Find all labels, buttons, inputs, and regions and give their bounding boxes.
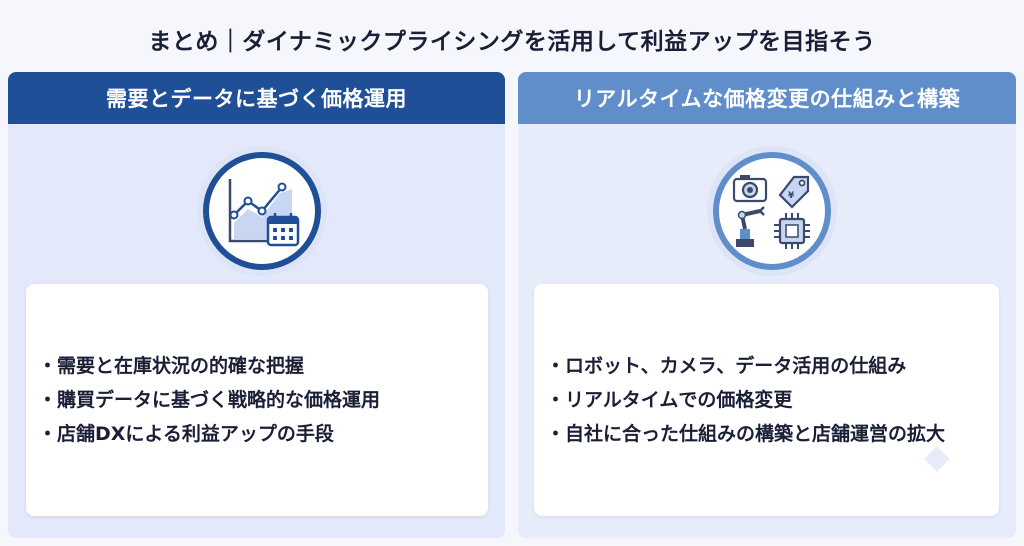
points-list: 需要と在庫状況の的確な把握 購買データに基づく戦略的な価格運用 店舗DXによる利…: [26, 349, 380, 451]
list-item: 需要と在庫状況の的確な把握: [38, 349, 380, 383]
list-item: ロボット、カメラ、データ活用の仕組み: [546, 349, 959, 383]
price-tag-icon: ¥: [778, 175, 810, 209]
svg-text:¥: ¥: [788, 191, 795, 201]
robot-arm-icon: [736, 206, 765, 247]
camera-icon: [732, 175, 768, 203]
panel-header: リアルタイムな価格変更の仕組みと構築: [518, 72, 1016, 124]
panel-header: 需要とデータに基づく価格運用: [8, 72, 505, 124]
realtime-pricing-panel: リアルタイムな価格変更の仕組みと構築 ¥: [518, 72, 1016, 538]
chip-icon: [774, 213, 810, 249]
list-item: 店舗DXによる利益アップの手段: [38, 417, 380, 451]
points-list: ロボット、カメラ、データ活用の仕組み リアルタイムでの価格変更 自社に合った仕組…: [534, 349, 959, 451]
list-item: リアルタイムでの価格変更: [546, 383, 959, 417]
list-item: 自社に合った仕組みの構築と店舗運営の拡大: [546, 417, 959, 451]
device-icons-group: ¥: [713, 152, 831, 270]
page-title: まとめ｜ダイナミックプライシングを活用して利益アップを目指そう: [148, 29, 876, 55]
list-item: 購買データに基づく戦略的な価格運用: [38, 383, 380, 417]
demand-data-panel: 需要とデータに基づく価格運用 需要と在庫状況の的確な把握: [8, 72, 505, 538]
chart-calendar-icon: [203, 152, 321, 270]
points-card: 需要と在庫状況の的確な把握 購買データに基づく戦略的な価格運用 店舗DXによる利…: [26, 284, 488, 516]
points-card: ロボット、カメラ、データ活用の仕組み リアルタイムでの価格変更 自社に合った仕組…: [534, 284, 999, 516]
